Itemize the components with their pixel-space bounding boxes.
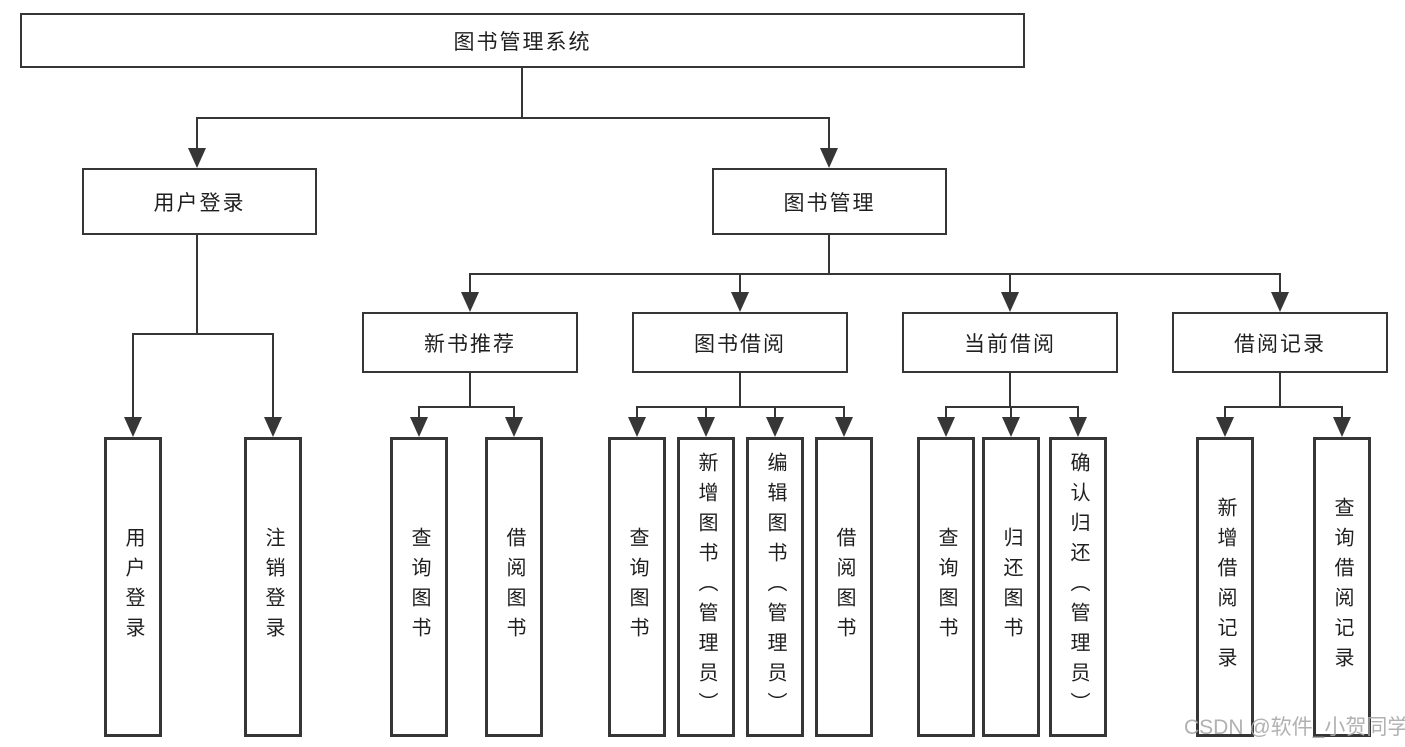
connector-drop: [705, 406, 707, 419]
csdn-watermark: CSDN @软件_小贺同学: [1184, 716, 1405, 739]
arrowhead-down-icon: [937, 417, 955, 437]
leaf-label: 借阅图书: [503, 527, 525, 647]
leaf-user-login: 用户登录: [104, 437, 162, 737]
connector-bookmgmt-stem: [828, 235, 830, 275]
node-user-login: 用户登录: [82, 168, 317, 235]
leaf-confirm-return-admin: 确认归还（管理员）: [1049, 437, 1107, 737]
connector-newbook-stem: [469, 373, 471, 408]
arrowhead-down-icon: [461, 292, 479, 312]
leaf-label: 查询图书: [408, 527, 430, 647]
connector-drop: [774, 406, 776, 419]
leaf-query-books: 查询图书: [917, 437, 975, 737]
connector-drop: [196, 117, 198, 150]
leaf-query-borrow-record: 查询借阅记录: [1313, 437, 1371, 737]
leaf-label: 确认归还（管理员）: [1067, 452, 1089, 722]
arrowhead-down-icon: [628, 417, 646, 437]
connector-drop: [945, 406, 947, 419]
arrowhead-down-icon: [124, 417, 142, 437]
arrowhead-down-icon: [1001, 292, 1019, 312]
arrowhead-down-icon: [1069, 417, 1087, 437]
connector-drop: [272, 333, 274, 419]
connector-bookborrow-stem: [739, 373, 741, 408]
arrowhead-down-icon: [1002, 417, 1020, 437]
connector-drop: [418, 406, 420, 419]
connector-userlogin-rail: [132, 333, 274, 335]
connector-drop: [636, 406, 638, 419]
connector-level2-rail: [469, 273, 1281, 275]
node-root-library-system: 图书管理系统: [20, 13, 1025, 68]
leaf-label: 归还图书: [1000, 527, 1022, 647]
arrowhead-down-icon: [820, 148, 838, 168]
leaf-query-books: 查询图书: [608, 437, 666, 737]
connector-drop: [1224, 406, 1226, 419]
leaf-label: 注销登录: [262, 527, 284, 647]
leaf-label: 查询借阅记录: [1331, 497, 1353, 677]
leaf-label: 新增图书（管理员）: [695, 452, 717, 722]
arrowhead-down-icon: [188, 148, 206, 168]
leaf-return-books: 归还图书: [982, 437, 1040, 737]
connector-level1-rail: [196, 117, 830, 119]
leaf-edit-books-admin: 编辑图书（管理员）: [746, 437, 804, 737]
leaf-borrow-books: 借阅图书: [485, 437, 543, 737]
arrowhead-down-icon: [731, 292, 749, 312]
connector-drop: [828, 117, 830, 150]
connector-userlogin-stem: [196, 235, 198, 335]
arrowhead-down-icon: [1271, 292, 1289, 312]
node-borrow-records: 借阅记录: [1172, 312, 1388, 373]
leaf-label: 查询图书: [935, 527, 957, 647]
node-book-management: 图书管理: [712, 168, 947, 235]
arrowhead-down-icon: [1216, 417, 1234, 437]
arrowhead-down-icon: [410, 417, 428, 437]
arrowhead-down-icon: [1333, 417, 1351, 437]
leaf-label: 查询图书: [626, 527, 648, 647]
leaf-label: 编辑图书（管理员）: [764, 452, 786, 722]
connector-newbook-rail: [418, 406, 515, 408]
node-book-borrow: 图书借阅: [632, 312, 848, 373]
arrowhead-down-icon: [835, 417, 853, 437]
node-current-borrow: 当前借阅: [902, 312, 1118, 373]
leaf-borrow-books: 借阅图书: [815, 437, 873, 737]
connector-drop: [1279, 273, 1281, 294]
connector-currentborrow-stem: [1009, 373, 1011, 408]
leaf-label: 新增借阅记录: [1214, 497, 1236, 677]
leaf-query-books: 查询图书: [390, 437, 448, 737]
connector-drop: [132, 333, 134, 419]
connector-drop: [1341, 406, 1343, 419]
connector-records-stem: [1279, 373, 1281, 408]
arrowhead-down-icon: [766, 417, 784, 437]
connector-drop: [513, 406, 515, 419]
leaf-logout: 注销登录: [244, 437, 302, 737]
connector-drop: [1009, 273, 1011, 294]
connector-drop: [1077, 406, 1079, 419]
arrowhead-down-icon: [264, 417, 282, 437]
arrowhead-down-icon: [697, 417, 715, 437]
leaf-add-borrow-record: 新增借阅记录: [1196, 437, 1254, 737]
leaf-label: 借阅图书: [833, 527, 855, 647]
connector-drop: [1010, 406, 1012, 419]
connector-drop: [739, 273, 741, 294]
connector-records-rail: [1224, 406, 1343, 408]
leaf-label: 用户登录: [122, 527, 144, 647]
node-new-book-recommend: 新书推荐: [362, 312, 578, 373]
connector-drop: [843, 406, 845, 419]
connector-root-stem: [521, 68, 523, 119]
arrowhead-down-icon: [505, 417, 523, 437]
leaf-add-books-admin: 新增图书（管理员）: [677, 437, 735, 737]
connector-bookborrow-rail: [636, 406, 845, 408]
connector-drop: [469, 273, 471, 294]
connector-currentborrow-rail: [945, 406, 1079, 408]
